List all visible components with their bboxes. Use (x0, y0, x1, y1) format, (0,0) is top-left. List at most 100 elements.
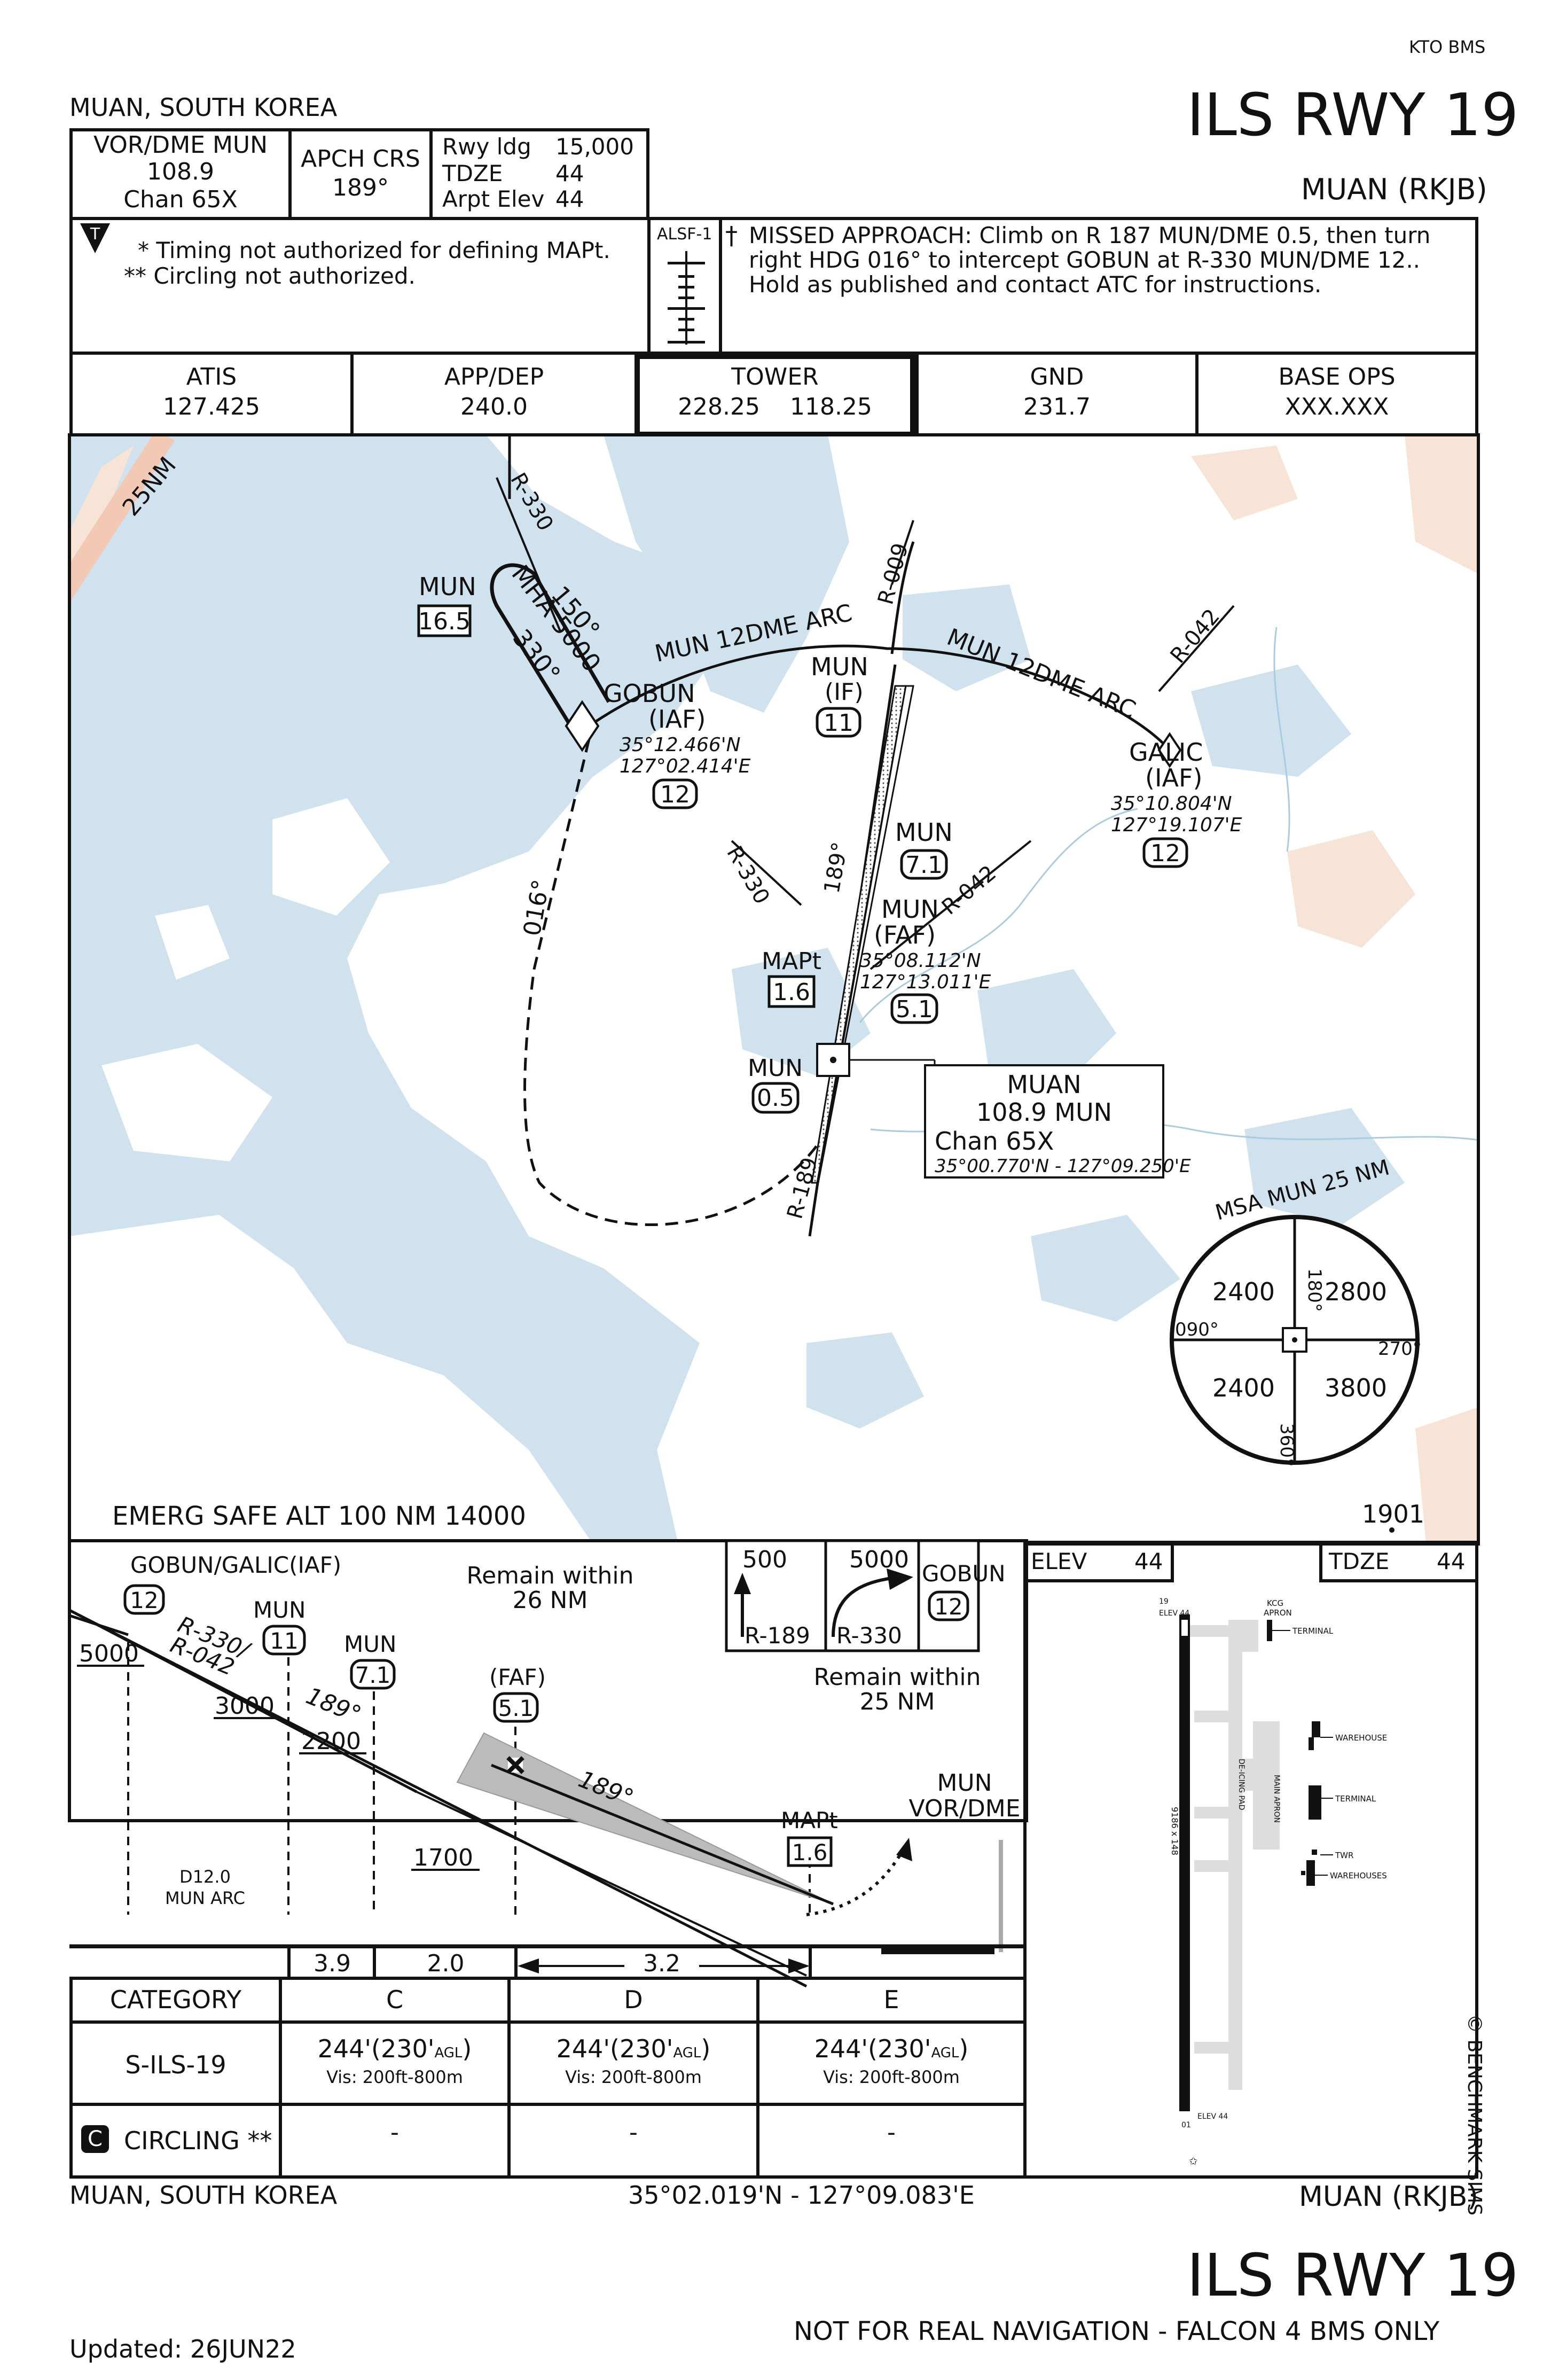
ils-vis-d: Vis: 200ft-800m (565, 2067, 702, 2087)
svg-text:180°: 180° (1304, 1268, 1325, 1312)
svg-text:2200: 2200 (301, 1728, 361, 1755)
svg-text:EMERG SAFE ALT 100 NM 14000: EMERG SAFE ALT 100 NM 14000 (112, 1501, 526, 1531)
ils-label: S-ILS-19 (125, 2050, 226, 2079)
minima-header-e: E (883, 1985, 899, 2014)
svg-text:MUN: MUN (895, 818, 953, 847)
svg-text:19: 19 (1159, 1597, 1169, 1606)
svg-text:KCG: KCG (1267, 1598, 1283, 1608)
rwy-ldg-value: 15,000 (555, 134, 634, 160)
svg-text:MUN: MUN (748, 1055, 803, 1082)
tdze-value: 44 (555, 160, 584, 186)
svg-text:APRON: APRON (1264, 1608, 1292, 1618)
nav-freq-line1: VOR/DME MUN (93, 131, 268, 159)
circling-e: - (887, 2119, 896, 2146)
missed-approach-line1: MISSED APPROACH: Climb on R 187 MUN/DME … (749, 222, 1431, 248)
airport-layout: KCG APRON TERMINAL WAREHOUSE TERMINAL TW… (1159, 1597, 1387, 2167)
svg-text:25 NM: 25 NM (860, 1688, 935, 1715)
svg-text:2400: 2400 (1212, 1374, 1275, 1402)
svg-text:12: 12 (934, 1594, 962, 1620)
svg-text:Chan 65X: Chan 65X (935, 1127, 1054, 1156)
svg-text:3000: 3000 (215, 1692, 275, 1720)
alsf-label: ALSF-1 (657, 225, 712, 244)
profile-view: 500 R-189 5000 R-330 GOBUN 12 Remain wit… (68, 1539, 1028, 1988)
circling-d: - (629, 2119, 638, 2146)
dist-2-0: 2.0 (427, 1950, 465, 1977)
svg-text:3800: 3800 (1325, 1374, 1387, 1402)
tdze-label: TDZE (442, 160, 503, 186)
note-circling: ** Circling not authorized. (124, 263, 416, 289)
svg-text:2800: 2800 (1325, 1277, 1387, 1306)
svg-text:GOBUN: GOBUN (604, 679, 695, 708)
circling-label: CIRCLING ** (124, 2126, 272, 2155)
svg-text:5.1: 5.1 (896, 996, 933, 1023)
nav-freq-line2: 108.9 (147, 158, 214, 185)
missed-dagger: † (725, 221, 738, 250)
svg-text:MAIN APRON: MAIN APRON (1272, 1775, 1281, 1823)
svg-text:T: T (90, 225, 100, 244)
circling-badge: C (81, 2125, 109, 2153)
svg-text:0.5: 0.5 (757, 1084, 794, 1112)
circling-c: - (390, 2119, 399, 2146)
freq-tower-value: 228.25 118.25 (678, 393, 872, 420)
elev-box (1023, 1541, 1174, 1582)
svg-text:GOBUN/GALIC(IAF): GOBUN/GALIC(IAF) (130, 1552, 341, 1578)
nav-freq-line3: Chan 65X (123, 186, 238, 213)
elev-label: ELEV (1031, 1548, 1087, 1574)
ils-min-c: 244'(230'AGL) (317, 2034, 472, 2063)
svg-text:270°: 270° (1378, 1338, 1422, 1360)
rwy-ldg-label: Rwy ldg (442, 134, 531, 160)
dist-3-9: 3.9 (314, 1950, 351, 1977)
svg-text:500: 500 (742, 1546, 787, 1573)
arpt-elev-label: Arpt Elev (442, 186, 545, 212)
tdze-value: 44 (1437, 1548, 1466, 1574)
minima-header-d: D (624, 1985, 643, 2014)
svg-text:127°02.414'E: 127°02.414'E (620, 755, 751, 777)
freq-gnd-label: GND (1030, 363, 1084, 391)
freq-appdep-label: APP/DEP (444, 363, 544, 391)
svg-text:Remain within: Remain within (813, 1664, 981, 1691)
apch-crs-label: APCH CRS (301, 145, 420, 173)
svg-text:MUN ARC: MUN ARC (165, 1888, 245, 1908)
svg-text:✩: ✩ (1189, 2155, 1198, 2167)
header-location: MUAN, SOUTH KOREA (69, 93, 338, 122)
svg-text:11: 11 (824, 709, 853, 737)
tdze-box (1319, 1541, 1478, 1582)
freq-gnd-value: 231.7 (1023, 393, 1091, 420)
svg-text:(IAF): (IAF) (648, 705, 706, 733)
svg-text:35°00.770'N - 127°09.250'E: 35°00.770'N - 127°09.250'E (935, 1156, 1191, 1177)
freq-atis-value: 127.425 (163, 393, 260, 420)
svg-text:MUN: MUN (344, 1631, 396, 1657)
procedure-title: ILS RWY 19 (1187, 81, 1519, 149)
svg-text:MUN: MUN (937, 1769, 992, 1797)
freq-tower-label: TOWER (731, 363, 819, 391)
svg-text:35°08.112'N: 35°08.112'N (860, 950, 981, 972)
footer-procedure: ILS RWY 19 (1187, 2241, 1519, 2309)
svg-text:090°: 090° (1175, 1319, 1219, 1340)
ils-min-d: 244'(230'AGL) (556, 2034, 711, 2063)
minima-header-category: CATEGORY (109, 1985, 242, 2014)
svg-text:26 NM: 26 NM (513, 1587, 588, 1614)
missed-approach-line3: Hold as published and contact ATC for in… (749, 271, 1322, 298)
svg-text:35°10.804'N: 35°10.804'N (1111, 793, 1232, 815)
svg-text:360°: 360° (1276, 1423, 1297, 1467)
svg-text:TERMINAL: TERMINAL (1335, 1794, 1376, 1804)
ils-vis-c: Vis: 200ft-800m (326, 2067, 463, 2087)
source-tag: KTO BMS (1409, 37, 1486, 57)
freq-baseops-label: BASE OPS (1278, 363, 1396, 391)
svg-text:WAREHOUSES: WAREHOUSES (1330, 1871, 1387, 1880)
ils-vis-e: Vis: 200ft-800m (823, 2067, 960, 2087)
tdze-label: TDZE (1329, 1548, 1390, 1574)
svg-text:7.1: 7.1 (905, 852, 943, 879)
svg-text:1.6: 1.6 (773, 979, 810, 1006)
takeoff-minimums-icon: T (80, 223, 110, 253)
vor-dme-symbol (816, 1043, 936, 1077)
svg-text:127°19.107'E: 127°19.107'E (1111, 814, 1242, 836)
svg-text:(FAF): (FAF) (489, 1664, 546, 1690)
ils-min-e: 244'(230'AGL) (814, 2034, 969, 2063)
svg-text:127°13.011'E: 127°13.011'E (860, 971, 991, 993)
svg-text:12: 12 (660, 781, 690, 808)
footer-location: MUAN, SOUTH KOREA (69, 2181, 338, 2210)
svg-text:(FAF): (FAF) (874, 920, 936, 949)
svg-text:5000: 5000 (849, 1546, 909, 1573)
distance-strip (69, 1946, 1027, 1980)
